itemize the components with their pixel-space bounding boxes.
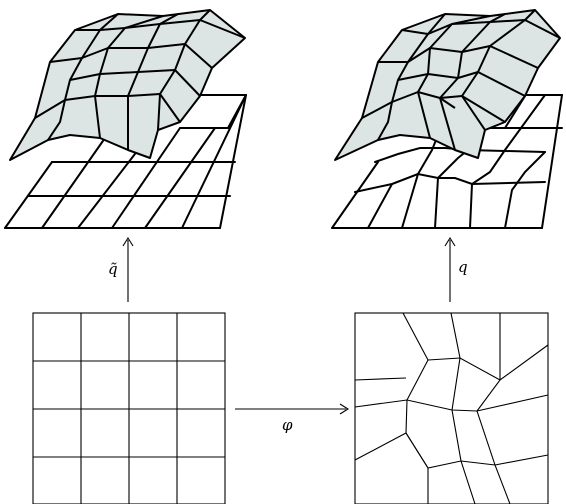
right-vertical-arrow: q (444, 236, 468, 302)
phi-label: φ (282, 416, 293, 434)
q-tilde-label: q̃ (108, 260, 118, 278)
q-label: q (458, 258, 468, 276)
top-right-mesh (331, 9, 563, 229)
top-left-surface (9, 9, 246, 161)
deformed-grid (354, 312, 549, 504)
phi-arrow: φ (235, 403, 350, 434)
top-left-mesh (4, 9, 247, 229)
regular-grid (32, 312, 226, 504)
left-vertical-arrow: q̃ (108, 236, 134, 302)
top-right-surface (334, 9, 561, 161)
